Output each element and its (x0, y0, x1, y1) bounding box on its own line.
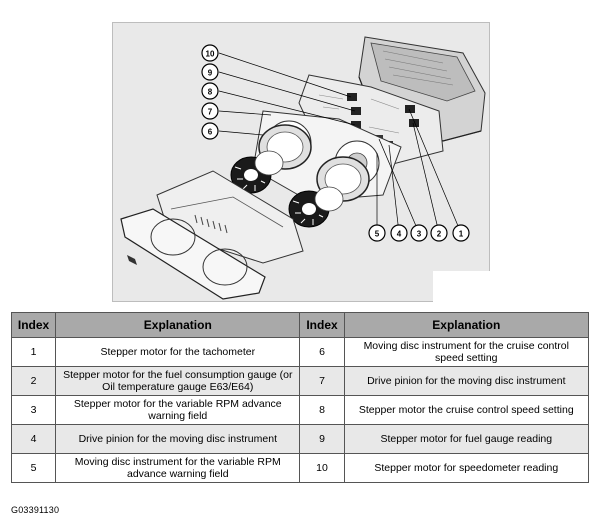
moving-disc-instruments (258, 124, 370, 202)
svg-text:2: 2 (437, 230, 442, 239)
figure-corner-blank (433, 271, 491, 303)
callout-1: 1 (452, 224, 470, 242)
index-cell: 6 (299, 337, 345, 367)
callout-7: 7 (201, 102, 219, 120)
explanation-cell: Stepper motor the cruise control speed s… (343, 395, 590, 425)
index-cell: 4 (10, 424, 57, 454)
table-header-row: Index Explanation Index Explanation (10, 312, 590, 338)
header-index-right: Index (299, 312, 345, 338)
front-bezel (120, 208, 266, 300)
svg-text:3: 3 (417, 230, 422, 239)
stepper-motor-1 (405, 105, 415, 113)
callout-9: 9 (201, 63, 219, 81)
svg-text:1: 1 (459, 230, 464, 239)
callout-8: 8 (201, 82, 219, 100)
svg-text:4: 4 (397, 230, 402, 239)
exploded-view-illustration: 10 9 8 7 6 5 4 3 (112, 22, 491, 303)
callout-10: 10 (201, 44, 219, 62)
callout-2: 2 (430, 224, 448, 242)
legend-table: Index Explanation Index Explanation 1 St… (10, 312, 590, 483)
svg-text:7: 7 (208, 108, 213, 117)
explanation-cell: Stepper motor for the fuel consumption g… (55, 366, 301, 396)
table-row: 5 Moving disc instrument for the variabl… (10, 453, 590, 483)
index-cell: 9 (299, 424, 345, 454)
index-cell: 10 (299, 453, 345, 483)
index-cell: 1 (10, 337, 57, 367)
callout-leaders (218, 52, 462, 234)
explanation-cell: Moving disc instrument for the variable … (55, 453, 301, 483)
callout-4: 4 (390, 224, 408, 242)
index-cell: 7 (299, 366, 345, 396)
stepper-motor-2 (409, 119, 419, 127)
table-row: 1 Stepper motor for the tachometer 6 Mov… (10, 337, 590, 367)
header-index-left: Index (10, 312, 57, 338)
explanation-cell: Stepper motor for fuel gauge reading (343, 424, 590, 454)
instrument-cluster-drawing: 10 9 8 7 6 5 4 3 (120, 36, 491, 303)
explanation-cell: Drive pinion for the moving disc instrum… (343, 366, 590, 396)
index-cell: 8 (299, 395, 345, 425)
explanation-cell: Stepper motor for speedometer reading (343, 453, 590, 483)
explanation-cell: Drive pinion for the moving disc instrum… (55, 424, 301, 454)
explanation-cell: Stepper motor for the variable RPM advan… (55, 395, 301, 425)
header-explanation-right: Explanation (343, 312, 590, 338)
reset-button-knob (127, 255, 137, 265)
svg-text:5: 5 (375, 230, 380, 239)
index-cell: 3 (10, 395, 57, 425)
svg-text:6: 6 (208, 128, 213, 137)
callout-5: 5 (368, 224, 386, 242)
figure-reference-id: G03391130 (11, 505, 60, 515)
svg-text:8: 8 (208, 88, 213, 97)
svg-text:9: 9 (208, 69, 213, 78)
callout-6: 6 (201, 122, 219, 140)
explanation-cell: Moving disc instrument for the cruise co… (343, 337, 590, 367)
table-row: 2 Stepper motor for the fuel consumption… (10, 366, 590, 396)
scale-dials (230, 150, 344, 228)
header-explanation-left: Explanation (55, 312, 301, 338)
svg-text:10: 10 (206, 50, 215, 59)
stepper-motor-8 (351, 121, 361, 129)
callout-3: 3 (410, 224, 428, 242)
index-cell: 5 (10, 453, 57, 483)
table-row: 3 Stepper motor for the variable RPM adv… (10, 395, 590, 425)
table-row: 4 Drive pinion for the moving disc instr… (10, 424, 590, 454)
index-cell: 2 (10, 366, 57, 396)
stepper-motor-9 (351, 107, 361, 115)
stepper-motor-10 (347, 93, 357, 101)
explanation-cell: Stepper motor for the tachometer (55, 337, 301, 367)
